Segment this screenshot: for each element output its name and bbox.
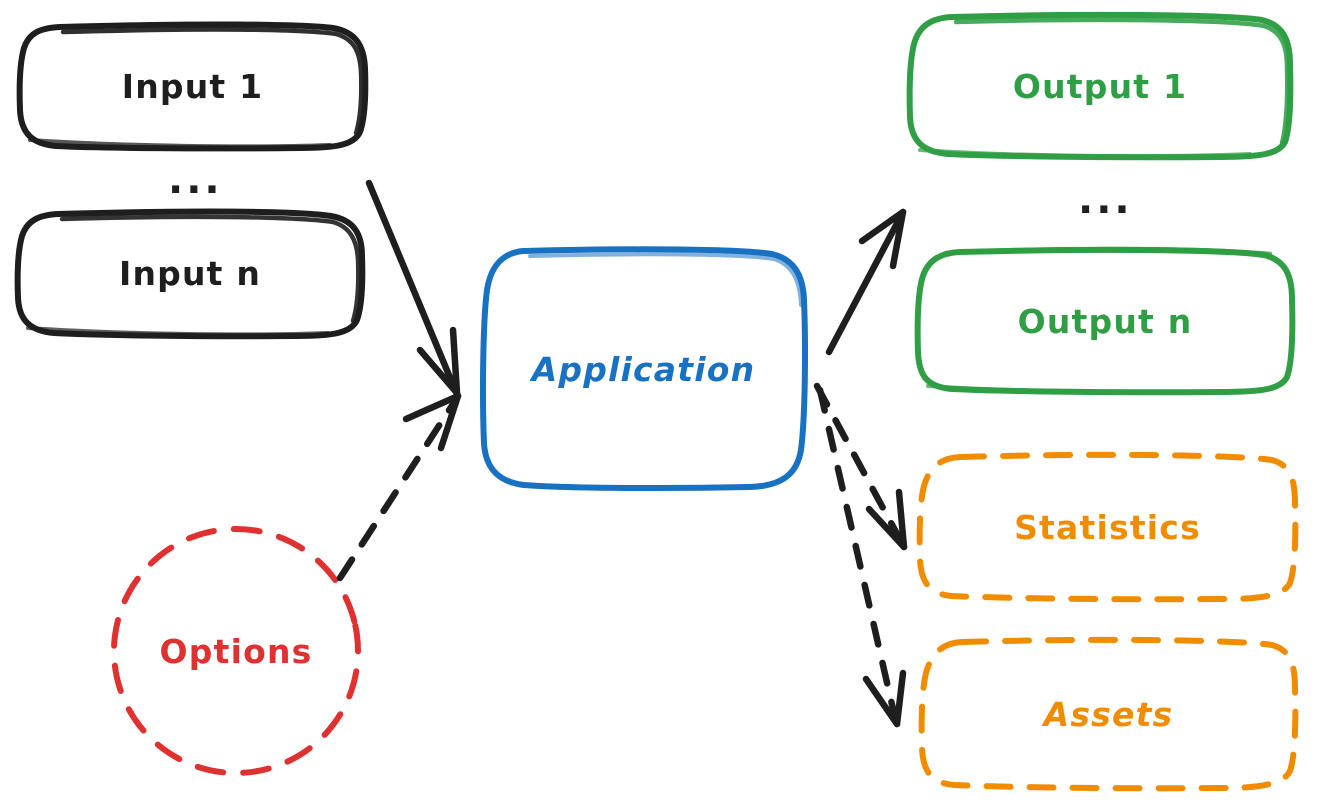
node-shape-output-n <box>914 246 1296 396</box>
inputs-ellipsis: ... <box>168 157 223 203</box>
node-output-1[interactable] <box>910 15 1290 157</box>
node-assets[interactable] <box>922 640 1295 788</box>
edge-application-to-outputs <box>825 208 907 356</box>
node-options[interactable] <box>113 528 359 774</box>
node-shape-input-n <box>14 208 366 340</box>
node-shape-statistics <box>916 451 1299 603</box>
node-input-n[interactable] <box>18 212 362 335</box>
node-output-n[interactable] <box>918 250 1292 392</box>
node-shape-assets <box>918 636 1299 792</box>
node-application[interactable] <box>482 250 805 488</box>
node-input-1[interactable] <box>20 25 365 148</box>
edge-inputs-to-application <box>365 179 461 397</box>
outputs-ellipsis: ... <box>1078 177 1133 223</box>
node-shape-output-1 <box>906 11 1294 161</box>
edge-application-to-statistics <box>813 382 908 551</box>
edge-options-to-application <box>336 392 462 582</box>
node-shape-input-1 <box>16 21 369 152</box>
node-shape-options <box>111 526 361 776</box>
node-shape-application <box>480 246 808 492</box>
edge-application-to-assets <box>816 386 907 728</box>
node-statistics[interactable] <box>920 455 1295 600</box>
